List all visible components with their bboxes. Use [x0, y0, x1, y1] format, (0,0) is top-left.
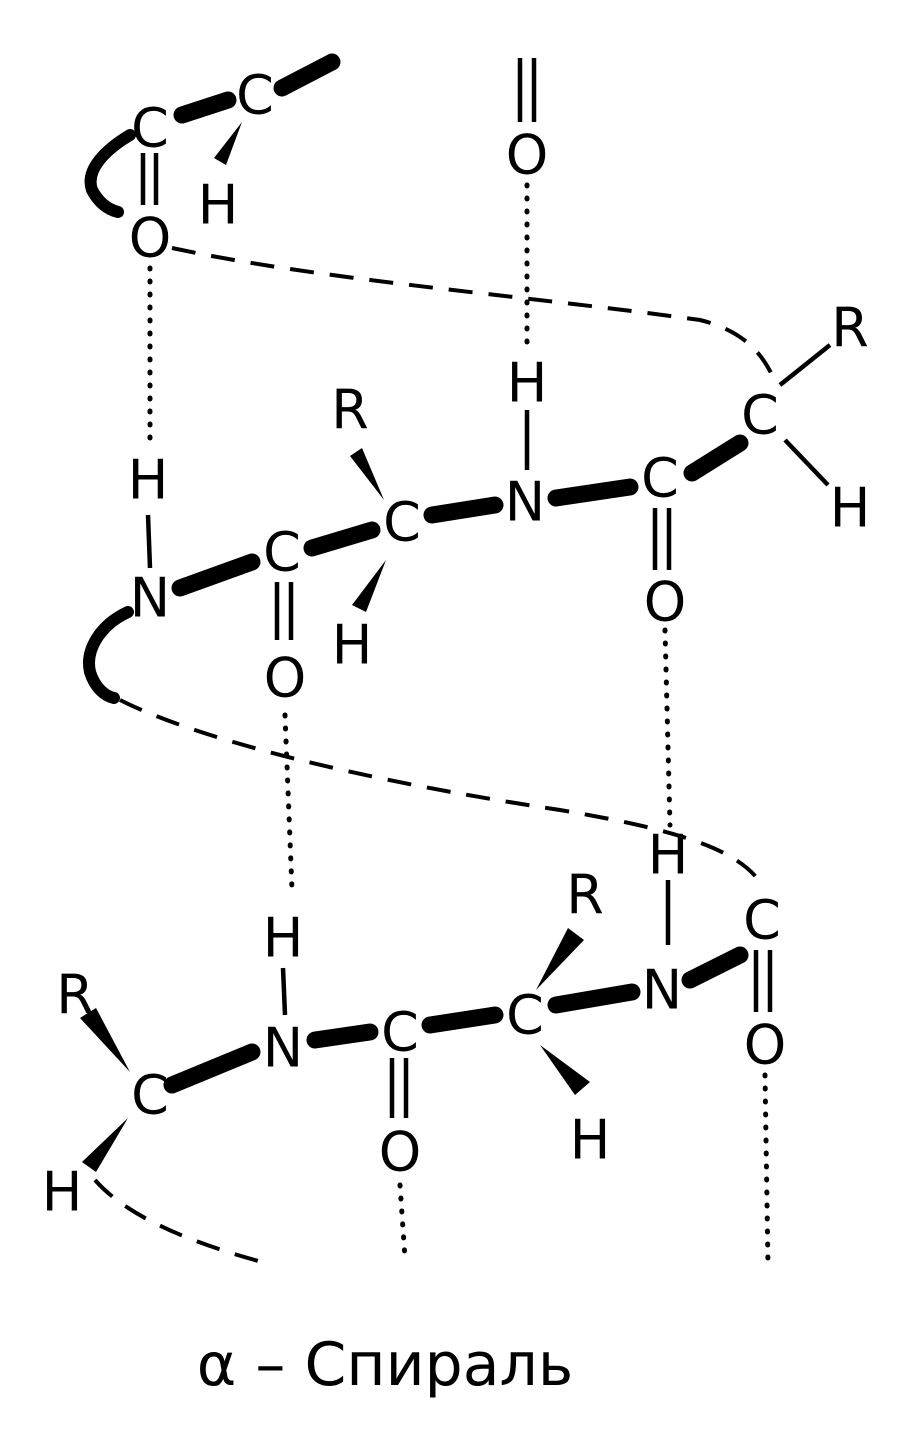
atom-r-left: R: [56, 964, 94, 1027]
bond-thick-low-4: [547, 983, 641, 1014]
bond-thick-mid-5: [683, 434, 749, 482]
backbone-curve-middle: [83, 606, 134, 704]
atom-c-lower-carbonyl: C: [381, 1001, 419, 1064]
hbond-middle-right: [662, 627, 673, 828]
wedge-low-r: [536, 928, 584, 990]
atom-o-lower-center: O: [379, 1121, 422, 1184]
double-bond-middle-left: [274, 582, 294, 640]
atom-n-middle-left: N: [130, 567, 170, 630]
wedge-mid-h: [352, 560, 386, 612]
bond-nh-upper-left: [145, 514, 153, 569]
atom-o-middle-left: O: [264, 647, 307, 710]
atom-h-left: H: [42, 1161, 83, 1224]
bond-thick-mid-1: [171, 553, 261, 597]
atom-h-lower: H: [570, 1109, 611, 1172]
atom-c-lower-right: C: [743, 889, 781, 952]
hbond-middle-left: [282, 712, 295, 893]
atom-h-lower-left: H: [263, 907, 304, 970]
atom-c-middle-alpha: C: [383, 491, 421, 554]
atom-h-middle-left: H: [128, 449, 169, 512]
bond-thick-mid-4: [547, 478, 639, 507]
caption: α – Спираль: [197, 1330, 573, 1400]
atom-h-middle: H: [332, 614, 373, 677]
atom-n-middle: N: [505, 471, 545, 534]
atom-r-lower: R: [566, 864, 604, 927]
backbone-curve-top: [84, 129, 136, 218]
bond-thick-mid-2: [303, 521, 381, 557]
bond-thick-mid-3: [423, 496, 504, 524]
bond-cr-right: [778, 343, 832, 387]
backbone-dashed-bottom: [93, 1178, 263, 1264]
double-bond-top-center: [517, 58, 537, 122]
hbond-bottom-center: [397, 1182, 408, 1261]
wedge-mid-r: [350, 448, 384, 500]
atom-r-middle: R: [331, 379, 369, 442]
double-bond-middle-right: [652, 508, 672, 570]
bond-ch-right: [783, 438, 830, 487]
atom-c-middle-carbonyl: C: [263, 521, 301, 584]
atom-o-top-left: O: [129, 207, 172, 270]
bond-thick-top-2: [273, 53, 341, 97]
hbond-bottom-right: [762, 1072, 771, 1268]
atom-o-top-center: O: [506, 124, 549, 187]
backbone-dashed-top: [171, 246, 774, 376]
wedge-top-h: [214, 122, 242, 165]
atom-n-lower-left: N: [263, 1017, 303, 1080]
atom-o-middle-right: O: [644, 571, 687, 634]
bond-thick-low-1: [163, 1043, 261, 1094]
wedge-left-r: [80, 1008, 130, 1072]
double-bond-bottom-center: [389, 1058, 409, 1118]
atom-r-upper-right: R: [831, 297, 869, 360]
bond-thick-low-2: [306, 1023, 379, 1049]
atom-c-top-left: C: [131, 97, 169, 160]
wedge-low-h: [540, 1045, 590, 1095]
double-bond-bottom-right: [753, 950, 773, 1012]
atom-c-upper-right: C: [741, 384, 779, 447]
atom-n-lower-right: N: [642, 959, 682, 1022]
atom-h-top: H: [198, 174, 239, 237]
bond-nh-lower-left: [280, 967, 288, 1016]
atom-c-left: C: [131, 1064, 169, 1127]
atom-h-upper-center: H: [507, 352, 548, 415]
atom-h-upper-right: H: [830, 477, 871, 540]
atom-c-top-alpha: C: [236, 64, 274, 127]
bond-thick-low-5: [681, 946, 749, 989]
backbone-dashed-middle: [119, 698, 764, 887]
atom-o-lower-right: O: [744, 1014, 787, 1077]
atom-h-lower-right: H: [648, 824, 689, 887]
bond-thick-top-1: [173, 91, 237, 124]
double-bond-top-left: [140, 153, 159, 205]
wedge-left-h: [82, 1118, 128, 1172]
atom-c-middle-right: C: [641, 447, 679, 510]
atom-c-lower-alpha: C: [506, 984, 544, 1047]
bond-thick-low-3: [421, 1006, 504, 1034]
